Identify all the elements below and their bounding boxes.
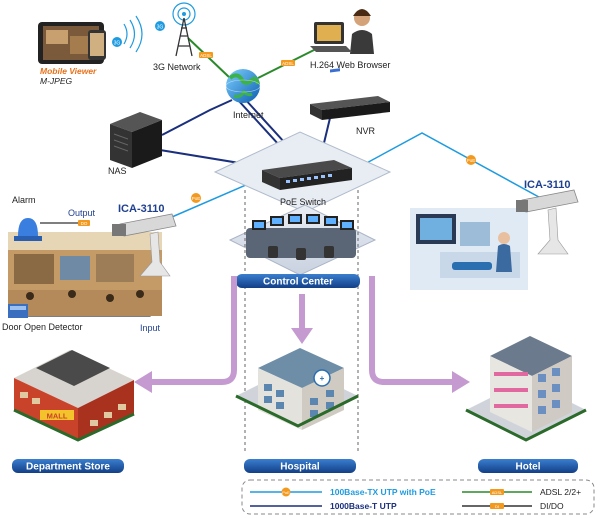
badge-poe-left: PoE [191, 193, 201, 203]
svg-text:Department Store: Department Store [26, 462, 110, 473]
legend: PoE 100Base-TX UTP with PoE 1000Base-T U… [241, 479, 595, 515]
hotel-building [465, 336, 587, 442]
cell-tower-icon [172, 2, 196, 57]
legend-item-adsl: ADSL ADSL 2/2+ [462, 487, 581, 497]
camera-right-label: ICA-3110 [524, 179, 570, 191]
badge-adsl-left: ADSL [199, 52, 213, 58]
nas-device-icon [110, 112, 162, 168]
control-center-label: Control Center [236, 274, 360, 288]
svg-text:PoE: PoE [282, 490, 290, 495]
svg-text:1000Base-T UTP: 1000Base-T UTP [330, 501, 397, 511]
door-detector-label: Door Open Detector [2, 322, 83, 332]
distribution-arrows [150, 276, 454, 385]
svg-text:ADSL: ADSL [282, 61, 294, 66]
control-room-consoles [246, 214, 356, 260]
distribution-arrowheads [134, 328, 470, 393]
legend-item-dido: DI DI/DO [462, 501, 564, 511]
svg-text:PoE: PoE [467, 158, 476, 163]
department-store-label: Department Store [12, 459, 124, 473]
svg-text:DI/DO: DI/DO [540, 501, 564, 511]
svg-text:3G: 3G [157, 25, 164, 31]
svg-text:ADSL: ADSL [200, 53, 212, 58]
svg-text:+: + [320, 374, 325, 383]
internet-label: Internet [233, 110, 264, 120]
store-camera-feed [8, 232, 162, 316]
svg-text:ADSL: ADSL [492, 490, 503, 495]
mall-sign: MALL [47, 412, 68, 421]
legend-item-gigabit: 1000Base-T UTP [250, 501, 397, 511]
nvr-device-icon [310, 68, 390, 120]
svg-text:100Base-TX UTP with PoE: 100Base-TX UTP with PoE [330, 487, 436, 497]
badge-3g: 3G [112, 37, 122, 47]
internet-globe-icon [225, 69, 261, 103]
hotel-label: Hotel [478, 459, 578, 473]
camera-right-icon [516, 189, 579, 255]
3g-network-label: 3G Network [153, 62, 201, 72]
alarm-label: Alarm [12, 195, 36, 205]
hospital-camera-feed [410, 208, 528, 290]
mobile-viewer-device [38, 22, 106, 64]
badge-adsl-right: ADSL [281, 60, 295, 66]
poe-switch-label: PoE Switch [280, 197, 326, 207]
svg-text:Hospital: Hospital [280, 462, 320, 473]
nas-label: NAS [108, 166, 127, 176]
svg-text:Control Center: Control Center [263, 277, 333, 288]
badge-do: DO [78, 220, 90, 226]
poe-switch-icon [262, 160, 352, 190]
nvr-label: NVR [356, 126, 376, 136]
link-switch-cam-right [349, 132, 549, 203]
mobile-viewer-label: Mobile Viewer [40, 66, 97, 76]
hospital-building: + [235, 348, 359, 430]
wireless-signal-icon [123, 15, 143, 53]
web-browser-user-icon [310, 9, 374, 54]
camera-left-icon [112, 213, 177, 277]
output-label: Output [68, 208, 96, 218]
svg-text:DI: DI [495, 504, 499, 509]
hospital-label: Hospital [244, 459, 356, 473]
badge-3g-tower: 3G [155, 21, 165, 31]
svg-text:DO: DO [81, 221, 88, 226]
mjpeg-label: M-JPEG [40, 76, 73, 86]
department-store-building: MALL [13, 350, 135, 442]
door-detector-icon [8, 304, 28, 318]
svg-text:Hotel: Hotel [516, 462, 541, 473]
svg-text:PoE: PoE [192, 196, 201, 201]
input-label: Input [140, 323, 161, 333]
svg-text:ADSL 2/2+: ADSL 2/2+ [540, 487, 581, 497]
web-browser-label: H.264 Web Browser [310, 60, 390, 70]
legend-item-poe: PoE 100Base-TX UTP with PoE [250, 487, 436, 497]
svg-text:3G: 3G [114, 41, 121, 47]
badge-poe-right: PoE [466, 155, 476, 165]
camera-left-label: ICA-3110 [118, 203, 164, 215]
alarm-icon [14, 218, 42, 241]
link-nas-switch [161, 99, 233, 136]
line-badges: 3G 3G ADSL ADSL PoE PoE DO DI [78, 21, 476, 316]
